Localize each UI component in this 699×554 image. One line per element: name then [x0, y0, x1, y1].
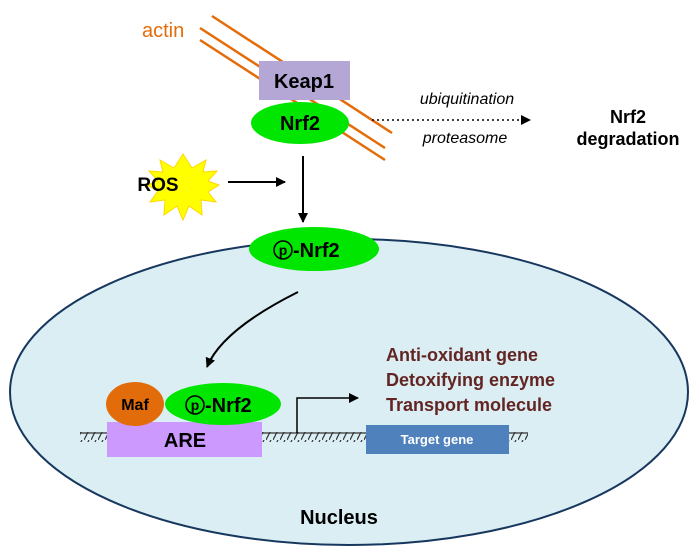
actin-label: actin — [142, 20, 184, 42]
p-nrf2-label-bottom: -Nrf2 — [205, 395, 252, 417]
nucleus-label: Nucleus — [300, 507, 378, 529]
phospho-symbol-top — [273, 240, 293, 260]
maf-label: Maf — [121, 397, 149, 414]
are-label: ARE — [164, 430, 206, 452]
degradation-label-line1: Nrf2 — [610, 107, 646, 127]
translocation-arrow — [205, 291, 299, 368]
phospho-letter-top: p — [279, 242, 288, 258]
dna-strand — [80, 432, 528, 442]
maf-oval — [106, 382, 164, 426]
degradation-label-line2: degradation — [576, 129, 679, 149]
gene-product-1: Anti-oxidant gene — [386, 345, 538, 365]
keap1-label: Keap1 — [274, 71, 334, 93]
transcription-start-arrow — [296, 393, 359, 433]
ubiquitination-label: ubiquitination — [420, 91, 514, 108]
gene-product-3: Transport molecule — [386, 395, 552, 415]
ros-label: ROS — [137, 175, 178, 196]
target-gene-box — [366, 425, 509, 454]
target-gene-label: Target gene — [401, 432, 474, 447]
proteasome-label: proteasome — [422, 130, 508, 147]
gene-product-2: Detoxifying enzyme — [386, 370, 555, 390]
keap1-box — [259, 61, 350, 100]
ros-starburst — [145, 153, 221, 222]
phospho-letter-bottom: p — [191, 397, 200, 413]
phospho-symbol-bottom — [185, 395, 205, 415]
nrf2-label: Nrf2 — [280, 113, 320, 135]
nrf2-oval — [251, 102, 349, 144]
p-nrf2-label-top: -Nrf2 — [293, 240, 340, 262]
p-nrf2-oval-top — [249, 227, 379, 271]
are-box — [107, 422, 262, 457]
